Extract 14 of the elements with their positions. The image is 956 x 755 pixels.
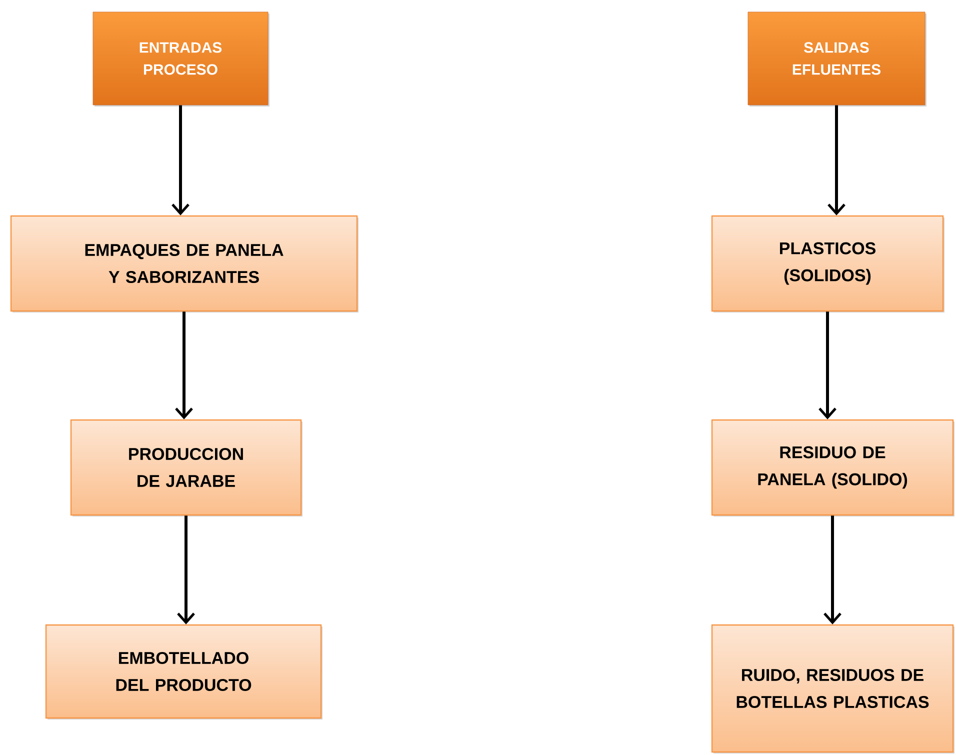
process-box: PLASTICOS (SOLIDOS) [711, 215, 944, 312]
header-box: ENTRADAS PROCESO [92, 12, 270, 106]
process-box: EMPAQUES DE PANELA Y SABORIZANTES [10, 215, 358, 312]
arrow [824, 516, 842, 624]
process-box: RUIDO, RESIDUOS DE BOTELLAS PLASTICAS [711, 624, 954, 754]
process-box: RESIDUO DE PANELA (SOLIDO) [711, 419, 954, 516]
process-box: EMBOTELLADO DEL PRODUCTO [45, 624, 322, 720]
arrow [177, 516, 195, 624]
arrow [828, 105, 846, 216]
arrow [172, 105, 190, 216]
header-box: SALIDAS EFLUENTES [748, 12, 926, 106]
arrow [818, 312, 836, 420]
arrow [175, 312, 193, 420]
process-box: PRODUCCION DE JARABE [70, 419, 302, 516]
